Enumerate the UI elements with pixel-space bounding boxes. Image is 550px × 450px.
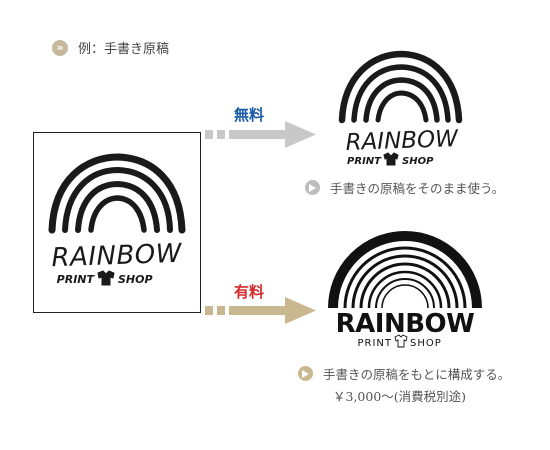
paid-result-logo: RAINBOW PRINT SHOP xyxy=(328,231,482,349)
free-result-subtitle-right: SHOP xyxy=(402,156,434,167)
tshirt-icon xyxy=(394,334,408,348)
original-manuscript-box: RAINBOW PRINT SHOP xyxy=(33,132,201,313)
handwritten-rainbow-logo: RAINBOW PRINT SHOP xyxy=(48,153,186,286)
paid-arrow xyxy=(205,297,316,324)
example-heading: » 例：手書き原稿 xyxy=(52,38,169,57)
original-subtitle-right: SHOP xyxy=(118,273,153,286)
paid-result-title: RAINBOW xyxy=(336,309,475,339)
free-caption-text: 手書きの原稿をそのまま使う。 xyxy=(330,181,505,196)
free-result-logo: RAINBOW PRINT SHOP xyxy=(338,50,463,167)
free-label: 無料 xyxy=(234,106,265,124)
paid-price: ￥3,000～(消費税別途) xyxy=(333,389,467,404)
paid-caption-text: 手書きの原稿をもとに構成する。 xyxy=(323,367,511,382)
tshirt-icon xyxy=(97,270,115,286)
free-caption: 手書きの原稿をそのまま使う。 xyxy=(305,178,504,197)
paid-result-subtitle-right: SHOP xyxy=(410,338,442,349)
original-title: RAINBOW xyxy=(51,239,183,274)
double-chevron-icon: » xyxy=(52,39,68,56)
free-result-title: RAINBOW xyxy=(345,126,459,156)
example-heading-text: 例：手書き原稿 xyxy=(78,42,170,57)
free-arrow xyxy=(205,121,316,148)
play-icon xyxy=(305,180,320,195)
tshirt-icon xyxy=(383,152,399,166)
play-icon xyxy=(298,366,313,381)
paid-result-subtitle-left: PRINT xyxy=(357,338,392,349)
free-result-subtitle-left: PRINT xyxy=(347,156,382,167)
paid-label: 有料 xyxy=(234,283,265,301)
original-subtitle-left: PRINT xyxy=(57,273,96,286)
paid-caption: 手書きの原稿をもとに構成する。 xyxy=(298,364,510,383)
